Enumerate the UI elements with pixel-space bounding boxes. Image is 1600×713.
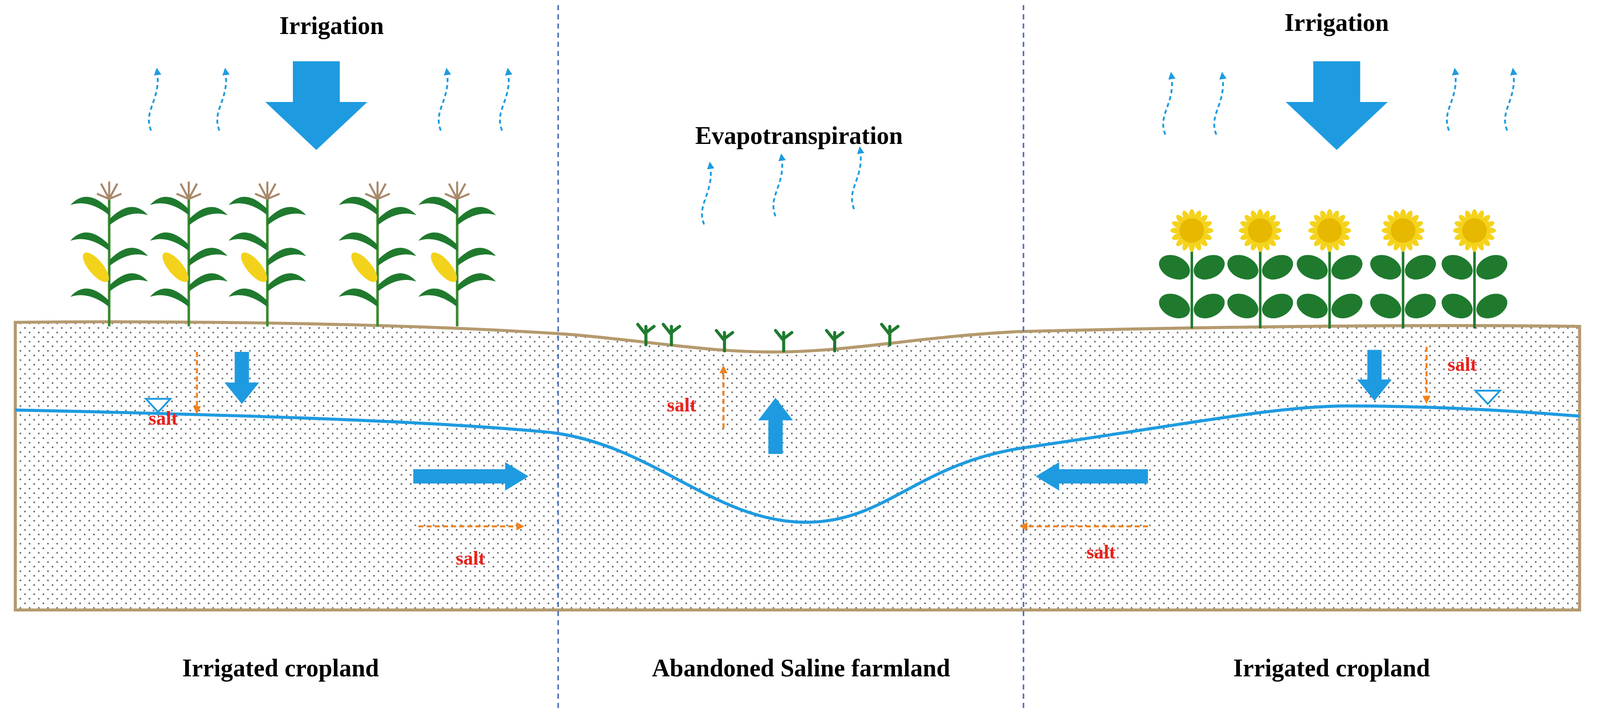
salt-label: salt [455,546,486,570]
region-label: Irrigated cropland [182,654,380,683]
evapotranspiration-arrow [1505,71,1514,131]
salt-label: salt [148,407,179,430]
water-table [15,406,1580,523]
corn-plant [150,181,228,327]
capillary-rise-arrow [758,398,793,455]
evapotranspiration-arrows [148,71,1514,225]
salt-arrow [196,352,199,411]
salt-label: salt [1447,352,1477,376]
infiltration-arrow [1357,349,1392,402]
evapotranspiration-arrow [438,71,448,131]
salt-label: salt [1086,540,1116,564]
irrigation-arrow [1285,61,1388,151]
sunflower-plant [1366,209,1441,329]
process-label: Evapotranspiration [695,121,903,150]
salt-label: salt [667,394,697,417]
evapotranspiration-arrow [500,71,509,131]
corn-plant [338,181,417,327]
evapotranspiration-arrow [1214,75,1224,135]
salt-arrow [418,525,521,528]
salt-arrow [1023,525,1149,528]
halophyte-plant [881,324,899,346]
corn-plant [228,181,307,327]
region-label: Abandoned Saline farmland [652,654,951,683]
evapotranspiration-arrow [701,165,711,225]
sunflower-plant [1223,209,1297,329]
salt-arrow [722,369,725,429]
irrigation-arrow [265,61,368,151]
plants [70,181,1512,352]
sunflower-plant [1155,209,1229,329]
halophyte-plant [826,330,843,352]
sunflower-plant [1292,209,1367,329]
irrigation-label: Irrigation [1284,8,1389,37]
halophyte-plant [775,330,793,352]
infiltration-arrow [224,352,260,405]
salt-arrow [1425,347,1428,401]
zone-divider [557,5,559,709]
evapotranspiration-arrow [1446,71,1456,131]
evapotranspiration-arrow [852,150,861,210]
corn-plant [418,181,497,327]
soil [15,322,1580,611]
zone-divider [1022,5,1024,709]
region-label: Irrigated cropland [1233,654,1430,683]
corn-plant [70,181,148,327]
evapotranspiration-arrow [773,157,783,217]
water-table-symbol [1475,390,1500,405]
groundwater-flow-arrow [1035,462,1149,492]
sunflower-plant [1437,209,1512,329]
groundwater-flow-arrow [413,462,529,492]
evapotranspiration-arrow [148,71,158,131]
irrigation-label: Irrigation [279,11,384,40]
evapotranspiration-arrow [217,71,227,131]
halophyte-plant [663,324,680,346]
halophyte-plant [637,324,655,346]
evapotranspiration-arrow [1163,75,1172,135]
halophyte-plant [716,330,733,352]
